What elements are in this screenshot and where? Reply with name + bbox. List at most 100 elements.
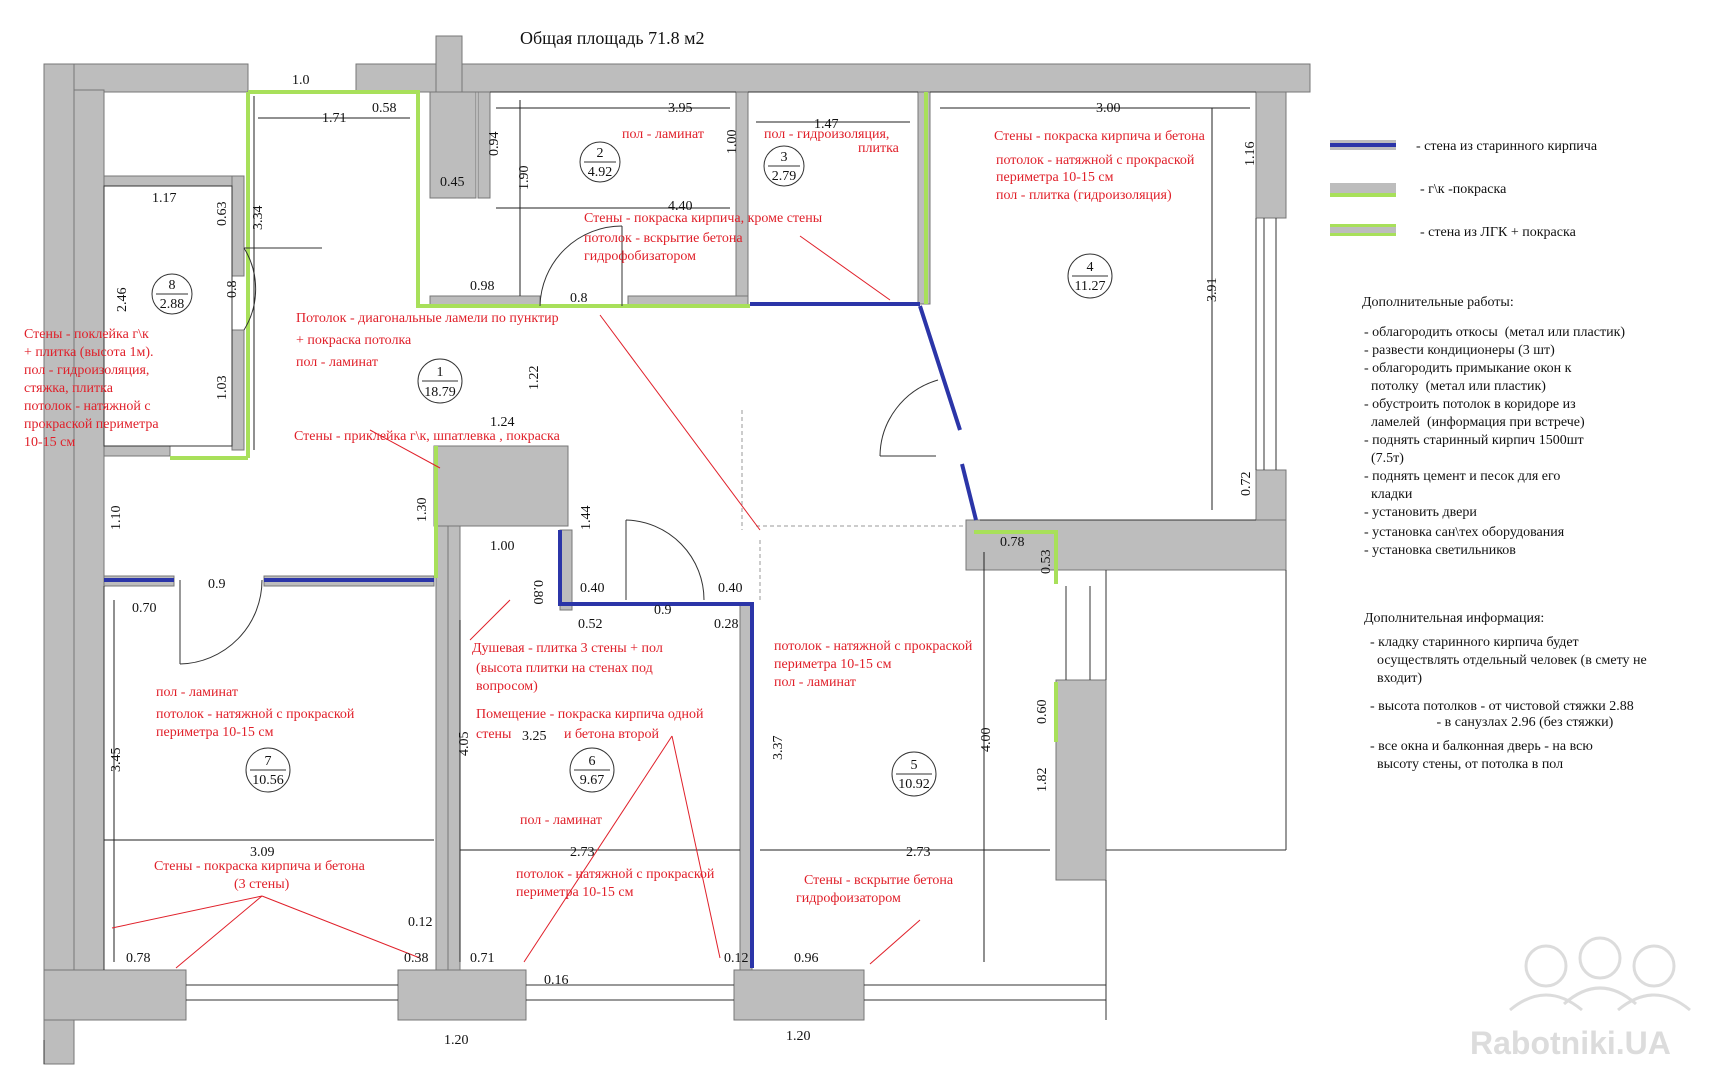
leader-r7-b xyxy=(175,895,263,969)
dim-label: 1.44 xyxy=(579,506,594,531)
note-r7-ceiling-b: периметра 10-15 см xyxy=(156,725,274,740)
old-brick-walls xyxy=(104,302,978,968)
dim-label: 4.00 xyxy=(979,728,994,753)
interior-wall-room8-right-b xyxy=(231,329,245,451)
room-num-8: 8 xyxy=(169,278,176,293)
room-outlines xyxy=(43,91,1287,1064)
dim-label: 3.37 xyxy=(771,736,786,761)
note-r6-room-a: Помещение - покраска кирпича одной xyxy=(476,707,704,722)
dim-label: 3.34 xyxy=(251,206,266,231)
dim-label: 0.52 xyxy=(578,617,603,632)
room-circle-2 xyxy=(579,141,621,183)
room-area-2: 4.92 xyxy=(588,165,613,180)
dim-label: 0.40 xyxy=(580,581,605,596)
interior-wall-room8-top xyxy=(103,175,235,187)
watermark: Rabotniki.UA xyxy=(1470,936,1691,1061)
dim-label: 0.72 xyxy=(1239,472,1254,497)
dim-label: 0.16 xyxy=(544,973,569,988)
interior-wall-r7-right xyxy=(435,525,449,971)
dim-label: 1.24 xyxy=(490,415,515,430)
dim-label: 0.98 xyxy=(470,279,495,294)
additional-works-line: - поднять цемент и песок для его xyxy=(1364,469,1560,484)
leader-r6-b xyxy=(523,735,673,963)
note-r3-floor-a: пол - гидроизоляция, xyxy=(764,127,889,142)
dimension-lines xyxy=(104,96,1250,962)
room-area-7: 10.56 xyxy=(252,773,284,788)
room-area-8: 2.88 xyxy=(160,297,185,312)
room-circle-5 xyxy=(891,751,937,797)
walls xyxy=(43,35,1311,1065)
note-r7-ceiling-a: потолок - натяжной с прокраской xyxy=(156,707,355,722)
note-r7-walls-a: Стены - покраска кирпича и бетона xyxy=(154,859,366,874)
dim-label: 0.28 xyxy=(714,617,739,632)
dim-label: 3.25 xyxy=(522,729,547,744)
dim-label: 4.40 xyxy=(668,199,693,214)
note-r5-floor: пол - ламинат xyxy=(774,675,856,690)
note-r1-c: пол - ламинат xyxy=(296,355,378,370)
room-labels: 1 18.79 2 4.92 3 2.79 4 11.27 5 10.92 xyxy=(151,141,1113,797)
room-circle-8 xyxy=(151,273,193,315)
legend: - стена из старинного кирпича - г\к -пок… xyxy=(1330,139,1598,240)
additional-info-line: - все окна и балконная дверь - на всю xyxy=(1370,739,1593,754)
legend-old-brick: - стена из старинного кирпича xyxy=(1416,139,1598,154)
outer-wall-bottom-2 xyxy=(397,969,527,1021)
gk-walls xyxy=(170,90,1058,742)
dim-label: 2.73 xyxy=(906,845,931,860)
dim-label: 0.38 xyxy=(404,951,429,966)
dim-label: 0.60 xyxy=(1035,700,1050,725)
dim-label: 1.22 xyxy=(527,366,542,391)
gk-wall-r5-corner xyxy=(974,530,1058,584)
room-circle-3 xyxy=(763,145,805,187)
additional-works: Дополнительные работы: - облагородить от… xyxy=(1362,295,1625,558)
dim-label: 1.0 xyxy=(292,73,310,88)
interior-wall-r2r3 xyxy=(735,91,749,305)
outer-wall-right-pier xyxy=(1055,679,1107,881)
additional-works-line: - установка сан\тех оборудования xyxy=(1364,525,1565,540)
outer-wall-bottom-1 xyxy=(43,969,187,1021)
room-area-5: 10.92 xyxy=(898,777,930,792)
outer-wall-top xyxy=(355,63,1311,93)
room-label-3: 3 2.79 xyxy=(763,145,805,187)
dim-label: 3.91 xyxy=(1205,278,1220,303)
note-r6-ceiling-a: потолок - натяжной с прокраской xyxy=(516,867,715,882)
dim-label: 0.94 xyxy=(487,132,502,157)
note-r8-e: потолок - натяжной с xyxy=(24,399,151,414)
note-r23-a: Стены - покраска кирпича, кроме стены xyxy=(584,211,823,226)
room-num-2: 2 xyxy=(597,146,604,161)
note-r5-ceiling-b: периметра 10-15 см xyxy=(774,657,892,672)
dim-label: 0.78 xyxy=(126,951,151,966)
outer-wall-right-top xyxy=(1255,91,1287,219)
dim-label: 2.73 xyxy=(570,845,595,860)
dim-label: 1.71 xyxy=(322,111,347,126)
additional-works-line: - установить двери xyxy=(1364,505,1477,520)
leader-r23 xyxy=(799,235,891,301)
room-circle-4 xyxy=(1067,253,1113,299)
note-r5-walls-b: гидрофоизатором xyxy=(796,891,901,906)
leader-r7-c xyxy=(261,895,421,959)
dim-label: 0.71 xyxy=(470,951,495,966)
door-room6 xyxy=(625,519,705,601)
dim-label: 1.10 xyxy=(109,506,124,531)
outer-wall-right-mid xyxy=(1255,469,1287,521)
note-r1-walls: Стены - приклейка г\к, шпатлевка , покра… xyxy=(294,429,561,444)
room-label-1: 1 18.79 xyxy=(417,358,463,404)
additional-info: Дополнительная информация: - кладку стар… xyxy=(1364,611,1647,772)
room-circle-7 xyxy=(245,747,291,793)
note-r8-g: 10-15 см xyxy=(24,435,75,450)
note-r8-f: прокраской периметра xyxy=(24,417,159,432)
door-room4 xyxy=(879,379,939,457)
dim-label: 0.58 xyxy=(372,101,397,116)
dim-label: 0.40 xyxy=(718,581,743,596)
additional-works-heading: Дополнительные работы: xyxy=(1362,295,1514,310)
dim-label: 1.82 xyxy=(1035,768,1050,793)
additional-works-line: - установка светильников xyxy=(1364,543,1516,558)
brick-wall-diag-a xyxy=(918,305,962,431)
lamella-guides xyxy=(741,410,966,600)
dim-label: 0.8 xyxy=(225,281,240,299)
leader-r1-walls xyxy=(369,429,441,469)
dim-label: 2.46 xyxy=(115,288,130,313)
interior-wall-r2-left xyxy=(477,91,491,199)
doors xyxy=(179,225,939,665)
interior-wall-room8-right-a xyxy=(231,175,245,277)
legend-swatch-gk-bg xyxy=(1330,183,1396,193)
